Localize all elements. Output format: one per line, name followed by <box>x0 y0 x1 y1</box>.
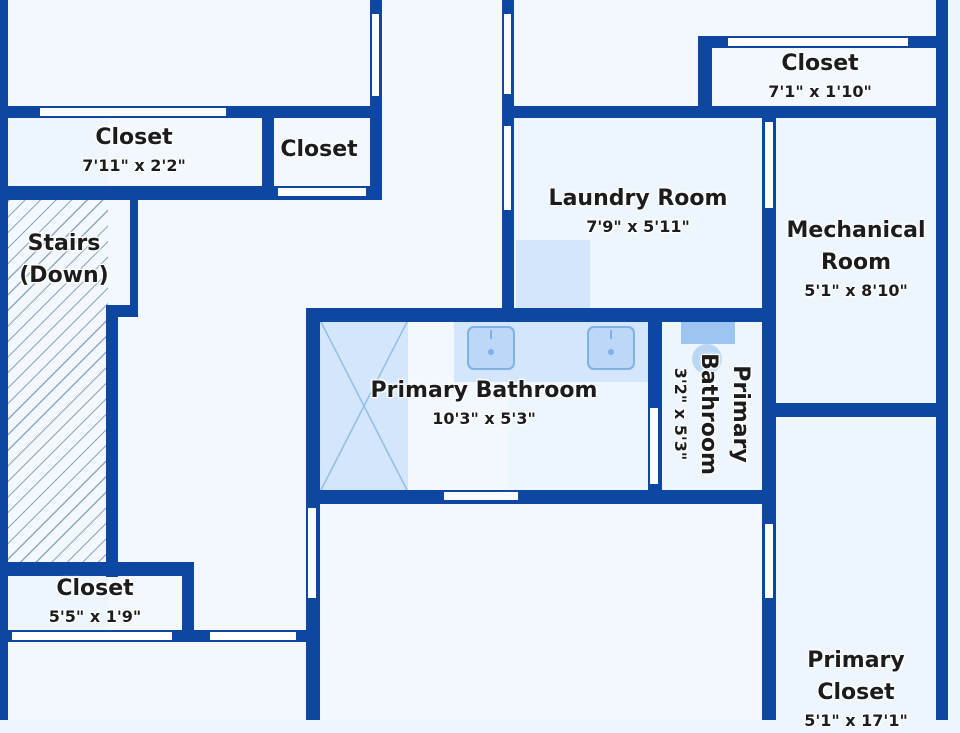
door-opening <box>504 14 511 94</box>
room-name: Closet <box>56 576 134 601</box>
wall <box>262 106 274 200</box>
room-dimensions: 7'9" x 5'11" <box>586 217 690 236</box>
room-label-mechanical: Mechanical Room 5'1" x 8'10" <box>776 215 936 303</box>
door-opening <box>765 524 773 598</box>
room-name-line1: Stairs <box>27 231 101 256</box>
room-name: Primary Bathroom <box>370 378 598 403</box>
room-name-line1: Primary <box>807 648 905 673</box>
room-dimensions: 5'1" x 8'10" <box>804 281 908 300</box>
laundry-appliance-area <box>516 240 590 310</box>
sink-icon <box>587 326 635 370</box>
wall <box>0 562 194 576</box>
wall <box>106 305 118 577</box>
door-opening <box>12 632 172 640</box>
room-lower-left <box>0 640 312 720</box>
door-opening <box>650 408 658 484</box>
room-top-right <box>508 0 940 108</box>
room-dimensions: 10'3" x 5'3" <box>432 409 536 428</box>
door-opening <box>444 492 518 500</box>
wall <box>762 403 948 417</box>
door-opening <box>308 508 316 598</box>
wall <box>0 0 8 720</box>
sink-icon <box>467 326 515 370</box>
shower-cross-icon <box>319 319 409 493</box>
wall <box>306 308 776 322</box>
door-opening <box>210 632 296 640</box>
door-opening <box>728 38 908 46</box>
door-opening <box>765 122 773 208</box>
room-name-line2: Room <box>820 250 892 275</box>
stairs-hatch <box>0 193 108 563</box>
room-label-primary-bathroom-small: Primary Bathroom 3'2" x 5'3" <box>668 334 756 494</box>
room-name: Closet <box>95 125 173 150</box>
wall <box>936 0 948 720</box>
room-label-primary-closet: Primary Closet 5'1" x 17'1" <box>776 645 936 733</box>
door-opening <box>278 188 366 196</box>
room-name-line1: Primary <box>728 365 753 463</box>
room-lower-center <box>312 498 772 720</box>
room-dimensions: 5'5" x 1'9" <box>48 607 142 626</box>
room-name-line2: (Down) <box>19 263 109 288</box>
room-label-closet-top-right: Closet 7'1" x 1'10" <box>720 48 920 104</box>
wall <box>502 106 948 118</box>
wall <box>182 562 194 642</box>
room-name-line1: Mechanical <box>786 218 926 243</box>
room-name: Closet <box>280 137 358 162</box>
room-dimensions: 5'1" x 17'1" <box>804 711 908 730</box>
wall <box>698 36 712 118</box>
room-dimensions: 7'11" x 2'2" <box>82 156 186 175</box>
room-name-line2: Bathroom <box>696 353 721 475</box>
toilet-bowl-icon <box>692 344 722 374</box>
wall <box>130 193 138 307</box>
room-name: Laundry Room <box>548 186 728 211</box>
door-opening <box>40 108 226 116</box>
room-name-line2: Closet <box>817 680 895 705</box>
room-name: Closet <box>781 51 859 76</box>
room-label-closet-bottom-left: Closet 5'5" x 1'9" <box>0 573 190 629</box>
room-dimensions: 3'2" x 5'3" <box>671 367 690 461</box>
room-dimensions: 7'1" x 1'10" <box>768 82 872 101</box>
room-label-closet-small: Closet <box>268 134 370 166</box>
toilet-tank-icon <box>681 322 735 344</box>
room-label-laundry: Laundry Room 7'9" x 5'11" <box>518 183 758 239</box>
room-label-stairs: Stairs (Down) <box>10 228 118 292</box>
door-opening <box>504 126 511 210</box>
room-label-primary-bathroom: Primary Bathroom 10'3" x 5'3" <box>344 375 624 431</box>
room-label-closet-left-wide: Closet 7'11" x 2'2" <box>34 122 234 178</box>
door-opening <box>372 14 379 96</box>
